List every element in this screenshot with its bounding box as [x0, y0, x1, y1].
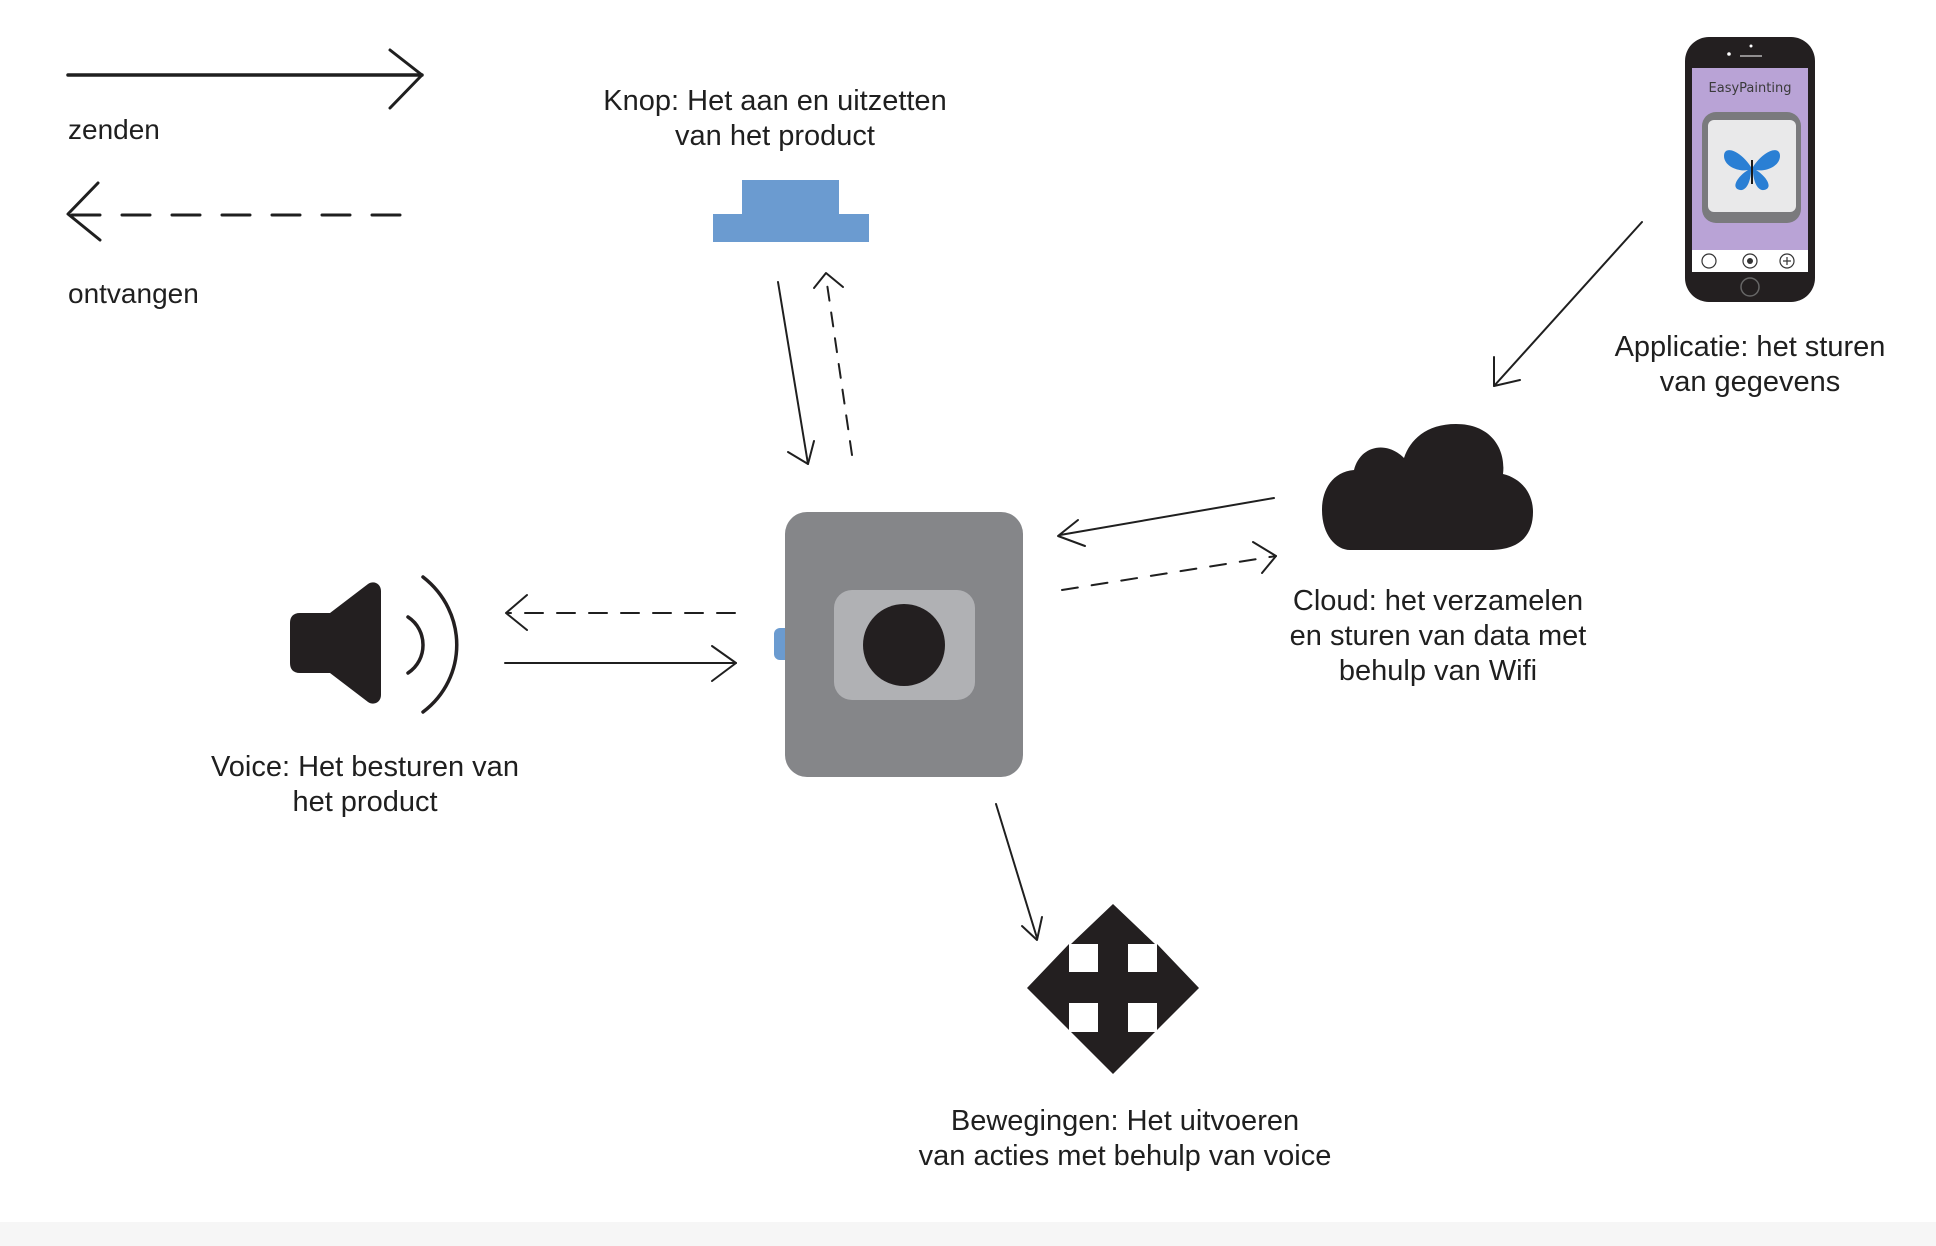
device-icon	[774, 512, 1023, 777]
device-to-voice-arrow	[505, 594, 736, 631]
device-to-cloud-arrow	[1061, 541, 1277, 591]
bottom-band	[0, 1222, 1936, 1246]
button-label-line: van het product	[675, 120, 875, 152]
cloud-to-device-arrow	[1057, 497, 1275, 547]
movement-label: Bewegingen: Het uitvoeren van acties met…	[880, 1104, 1370, 1174]
button-to-device-arrow	[777, 281, 815, 465]
button-icon	[713, 180, 869, 242]
voice-to-device-arrow	[504, 645, 737, 682]
cloud-icon	[1322, 424, 1533, 550]
cloud-label-line: behulp van Wifi	[1338, 655, 1538, 687]
phone-icon: EasyPainting	[1685, 37, 1815, 302]
app-label-line: Applicatie: het sturen	[1614, 331, 1886, 363]
cloud-label-line: Cloud: het verzamelen	[1292, 585, 1584, 617]
app-screen-title: EasyPainting	[1709, 81, 1792, 96]
voice-label: Voice: Het besturen van het product	[175, 750, 555, 820]
legend-send-arrow	[66, 48, 424, 110]
device-to-button-arrow	[813, 272, 853, 456]
cloud-label: Cloud: het verzamelen en sturen van data…	[1250, 584, 1626, 689]
voice-label-line: het product	[292, 786, 438, 818]
movement-label-line: van acties met behulp van voice	[918, 1140, 1332, 1172]
cloud-label-line: en sturen van data met	[1289, 620, 1587, 652]
voice-label-line: Voice: Het besturen van	[211, 751, 519, 783]
legend-receive-arrow	[66, 181, 424, 242]
button-label: Knop: Het aan en uitzetten van het produ…	[575, 84, 975, 154]
move-icon	[1027, 904, 1199, 1074]
legend-send-label: zenden	[68, 114, 160, 145]
app-label-line: van gegevens	[1659, 366, 1841, 398]
legend-receive-label: ontvangen	[68, 278, 199, 309]
app-label: Applicatie: het sturen van gegevens	[1590, 330, 1910, 400]
app-to-cloud-arrow	[1493, 221, 1643, 387]
button-label-line: Knop: Het aan en uitzetten	[603, 85, 947, 117]
speaker-icon	[290, 575, 459, 714]
movement-label-line: Bewegingen: Het uitvoeren	[950, 1105, 1300, 1137]
device-to-movement-arrow	[995, 803, 1043, 941]
